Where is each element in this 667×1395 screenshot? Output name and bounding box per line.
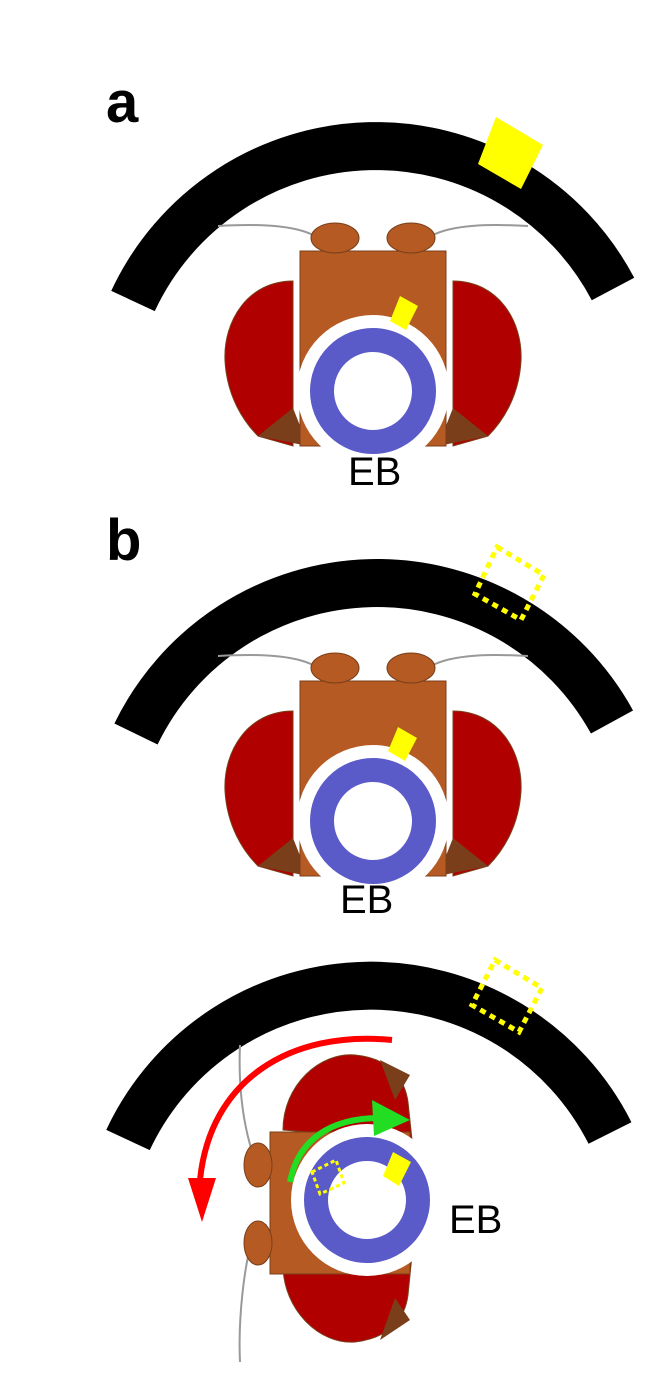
- panel-b-rotated: [106, 956, 632, 1363]
- arena-arc: [106, 961, 632, 1151]
- eb-bump: [383, 1152, 411, 1186]
- panel-b: [114, 543, 634, 897]
- eb-bump: [390, 296, 418, 330]
- fly-head: [238, 1044, 443, 1363]
- eb-label: EB: [449, 1198, 503, 1242]
- eb-label: EB: [340, 878, 394, 922]
- curved-arrow-head: [188, 1178, 216, 1222]
- panel-letter-b: b: [106, 508, 142, 573]
- panel-letter-a: a: [106, 70, 139, 135]
- stimulus-outline: [468, 956, 546, 1036]
- curved-arrow-icon: [197, 1035, 393, 1181]
- stimulus-outline: [471, 543, 548, 624]
- eb-label: EB: [348, 450, 402, 494]
- fly-head: [218, 223, 528, 467]
- curved-arrow-icon: [287, 1115, 381, 1183]
- arena-arc: [114, 559, 634, 745]
- stimulus-bar: [478, 117, 543, 189]
- arena-arc: [111, 122, 635, 312]
- eb-bump-outline: [310, 1157, 346, 1197]
- eb-bump: [388, 727, 417, 761]
- fly-head: [218, 653, 528, 897]
- panel-a: [111, 117, 635, 467]
- curved-arrow-head: [372, 1100, 410, 1136]
